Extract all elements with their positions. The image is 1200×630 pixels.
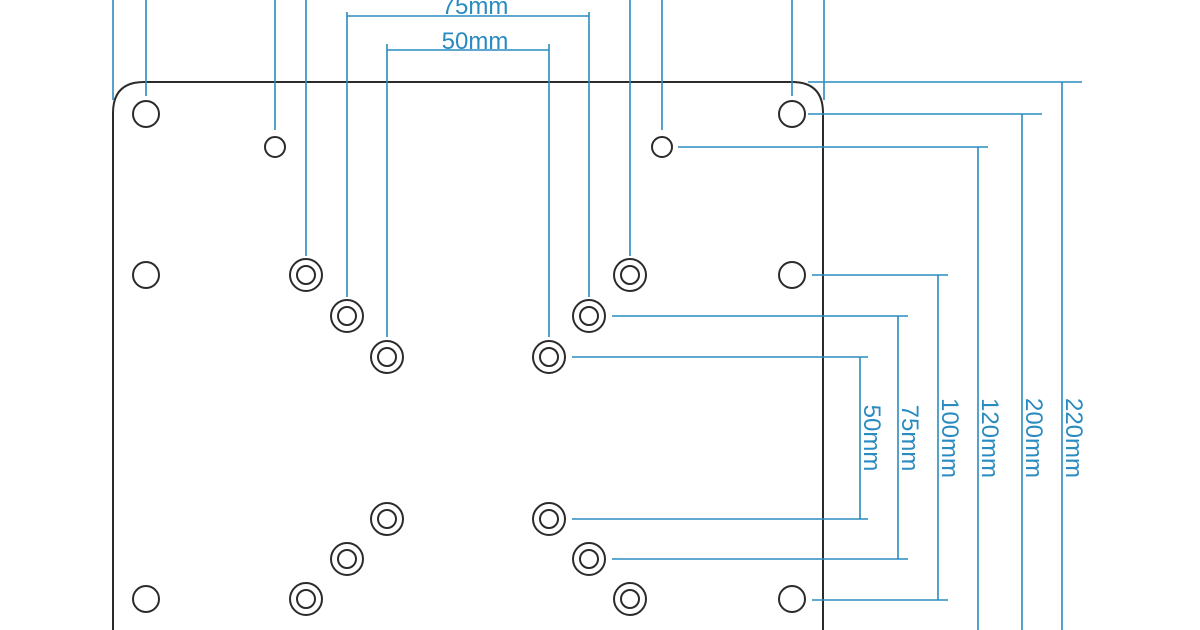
- hole-200-top-right: [778, 100, 806, 128]
- hole-50-bottom-left: [370, 502, 404, 536]
- hole-75-bottom-right: [572, 542, 606, 576]
- label-75mm-vertical: 75mm: [896, 405, 923, 472]
- hole-200-bottom-left: [132, 585, 160, 613]
- hole-50-bottom-right: [532, 502, 566, 536]
- dimension-lines: [112, 0, 1082, 630]
- hole-small-right: [651, 136, 673, 158]
- hole-200-top-left: [132, 100, 160, 128]
- hole-200-mid-left: [132, 261, 160, 289]
- hole-50-top-right: [532, 340, 566, 374]
- hole-75-top-left: [330, 299, 364, 333]
- hole-75-top-right: [572, 299, 606, 333]
- label-200mm-vertical: 200mm: [1020, 398, 1047, 478]
- hole-100-top-left: [289, 258, 323, 292]
- hole-200-mid-right: [778, 261, 806, 289]
- label-50mm-vertical: 50mm: [858, 405, 885, 472]
- label-220mm-vertical: 220mm: [1060, 398, 1087, 478]
- hole-100-bottom-left: [289, 582, 323, 616]
- label-75mm-horizontal: 75mm: [442, 0, 509, 20]
- plate-outline: [112, 81, 824, 630]
- hole-200-bottom-right: [778, 585, 806, 613]
- hole-50-top-left: [370, 340, 404, 374]
- hole-100-bottom-right: [613, 582, 647, 616]
- label-50mm-horizontal: 50mm: [442, 28, 509, 55]
- hole-small-left: [264, 136, 286, 158]
- label-100mm-vertical: 100mm: [936, 398, 963, 478]
- hole-75-bottom-left: [330, 542, 364, 576]
- hole-100-top-right: [613, 258, 647, 292]
- label-120mm-vertical: 120mm: [976, 398, 1003, 478]
- mounting-holes: [132, 100, 806, 616]
